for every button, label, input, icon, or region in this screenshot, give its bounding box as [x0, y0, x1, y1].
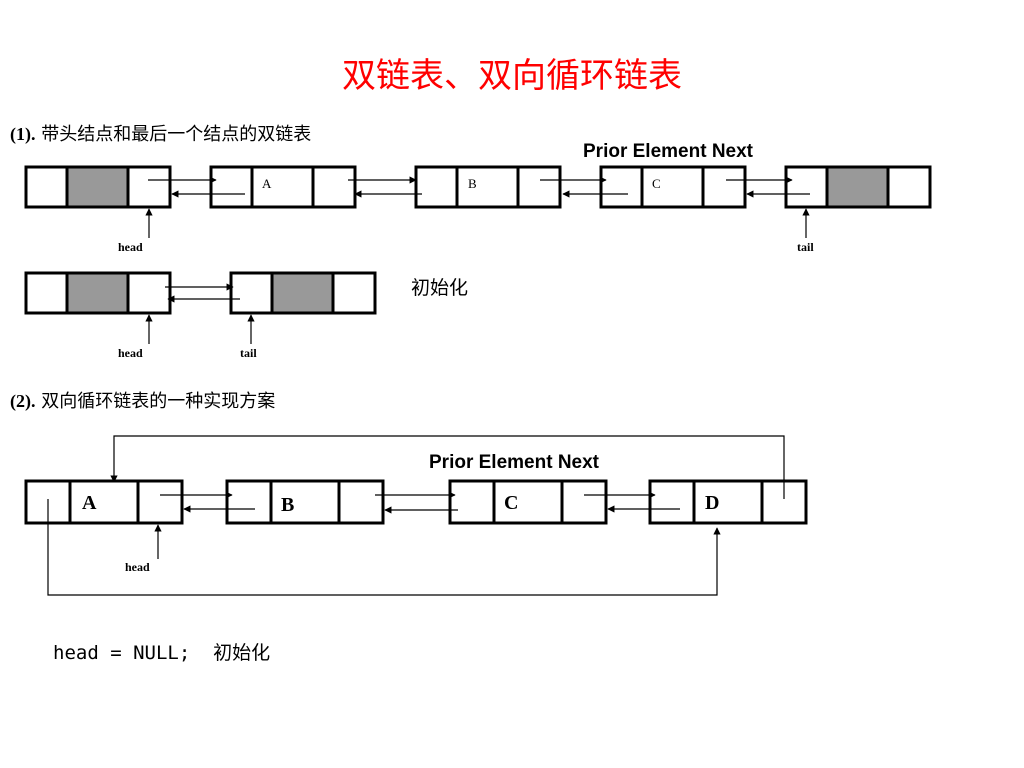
- diagram2-label-b: B: [281, 494, 294, 516]
- diagram1-links: [145, 176, 810, 238]
- section-1-heading: (1). 带头结点和最后一个结点的双链表: [10, 120, 311, 146]
- init-links: [145, 283, 255, 344]
- node-field-header-1: Prior Element Next: [583, 141, 753, 162]
- diagram1-node-b: [414, 165, 562, 209]
- section-2-heading: (2). 双向循环链表的一种实现方案: [10, 387, 275, 413]
- diagram2-label-c: C: [504, 492, 518, 514]
- init-head-label: head: [118, 346, 143, 360]
- diagram2-label-a: A: [82, 492, 97, 514]
- diagram2-labels: A B C D: [82, 492, 719, 516]
- diagram1-boxes: [24, 165, 932, 209]
- init-code-statement: head = NULL;: [53, 642, 191, 664]
- diagram1-node-a: [209, 165, 357, 209]
- init-tail-label: tail: [240, 346, 257, 360]
- section-1-text: 带头结点和最后一个结点的双链表: [41, 124, 312, 145]
- diagram1-node-tail-sentinel: [784, 165, 932, 209]
- diagram1-labels: A B C: [262, 176, 661, 191]
- init-boxes: [24, 271, 377, 315]
- diagram2-head-label: head: [125, 560, 150, 574]
- diagram1-node-head-sentinel: [24, 165, 172, 209]
- diagram1-head-label: head: [118, 240, 143, 254]
- section-2-text: 双向循环链表的一种实现方案: [41, 391, 276, 412]
- section-1-number: (1).: [10, 124, 36, 144]
- init-code-comment: 初始化: [213, 642, 271, 664]
- init-node-head: [24, 271, 172, 315]
- diagram1-label-b: B: [468, 176, 477, 191]
- diagram1-tail-label: tail: [797, 240, 814, 254]
- init-code-line: head = NULL; 初始化: [53, 638, 270, 665]
- init-caption: 初始化: [411, 277, 469, 299]
- page-title: 双链表、双向循环链表: [342, 56, 682, 96]
- diagram1-label-a: A: [262, 176, 272, 191]
- diagram2-node-a: [24, 479, 184, 525]
- init-node-tail: [229, 271, 377, 315]
- diagram2-links: [47, 435, 785, 596]
- diagram1-node-c: [599, 165, 747, 209]
- section-2-number: (2).: [10, 391, 36, 411]
- diagram2-node-c: [448, 479, 608, 525]
- node-field-header-2: Prior Element Next: [429, 452, 599, 473]
- diagram2-node-b: [225, 479, 385, 525]
- diagram2-node-d: [648, 479, 808, 525]
- diagram2-boxes: [24, 479, 808, 525]
- diagram1-label-c: C: [652, 176, 661, 191]
- diagram2-label-d: D: [705, 492, 719, 514]
